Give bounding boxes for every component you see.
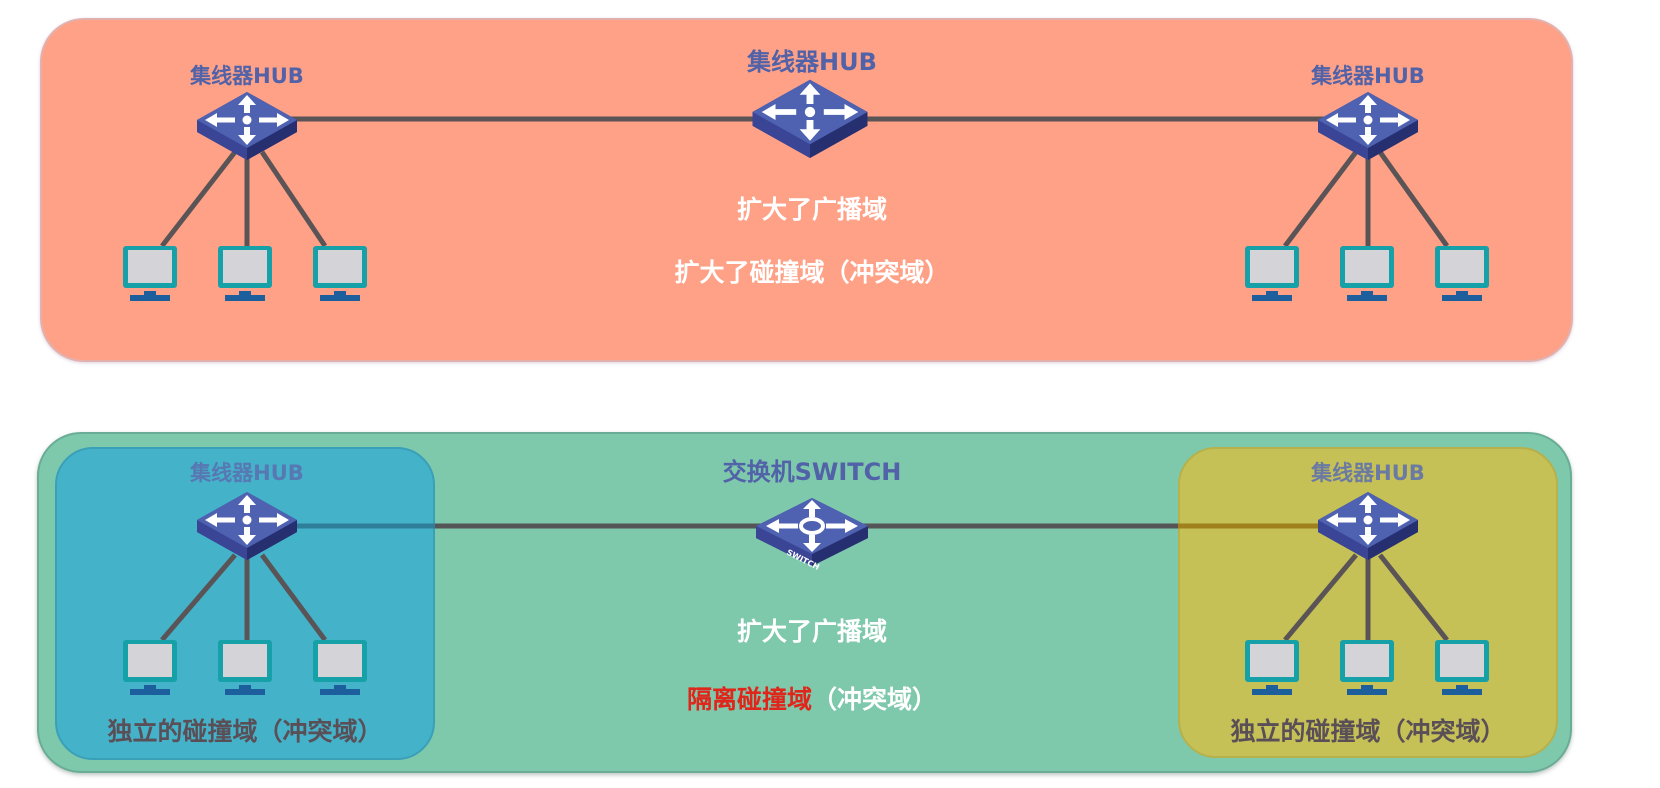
hub-icon <box>197 92 297 160</box>
bottom-broadcast-caption: 扩大了广播域 <box>736 617 888 646</box>
computer-icon <box>218 246 272 301</box>
isolate-rest: （冲突域） <box>812 685 938 714</box>
computer-icon <box>1435 640 1489 695</box>
hub-icon <box>752 79 868 158</box>
computer-icon <box>218 640 272 695</box>
top-collision-caption: 扩大了碰撞域（冲突域） <box>674 258 950 287</box>
computer-icon <box>1245 640 1299 695</box>
computer-icon <box>313 246 367 301</box>
switch-label: 交换机SWITCH <box>722 458 902 486</box>
hub-topology-panel <box>40 18 1573 362</box>
left-zone-caption: 独立的碰撞域（冲突域） <box>107 717 383 746</box>
switch-icon <box>754 496 870 574</box>
computer-icon <box>313 640 367 695</box>
computer-icon <box>123 640 177 695</box>
hub-icon <box>1318 92 1418 160</box>
top-broadcast-caption: 扩大了广播域 <box>736 195 888 224</box>
isolate-highlight: 隔离碰撞域 <box>686 685 812 714</box>
computer-icon <box>123 246 177 301</box>
isolate-collision-caption: 隔离碰撞域（冲突域） <box>687 680 937 716</box>
hub-icon <box>1318 492 1418 560</box>
computer-icon <box>1340 640 1394 695</box>
hub-center-label: 集线器HUB <box>747 48 877 76</box>
bottom-hub-left-label: 集线器HUB <box>190 461 304 485</box>
right-zone-caption: 独立的碰撞域（冲突域） <box>1230 717 1506 746</box>
bottom-hub-right-label: 集线器HUB <box>1311 461 1425 485</box>
computer-icon <box>1340 246 1394 301</box>
hub-icon <box>197 492 297 560</box>
hub-left-label: 集线器HUB <box>190 64 304 88</box>
hub-right-label: 集线器HUB <box>1311 64 1425 88</box>
bottom-links <box>160 553 1449 642</box>
computer-icon <box>1245 246 1299 301</box>
computer-icon <box>1435 246 1489 301</box>
